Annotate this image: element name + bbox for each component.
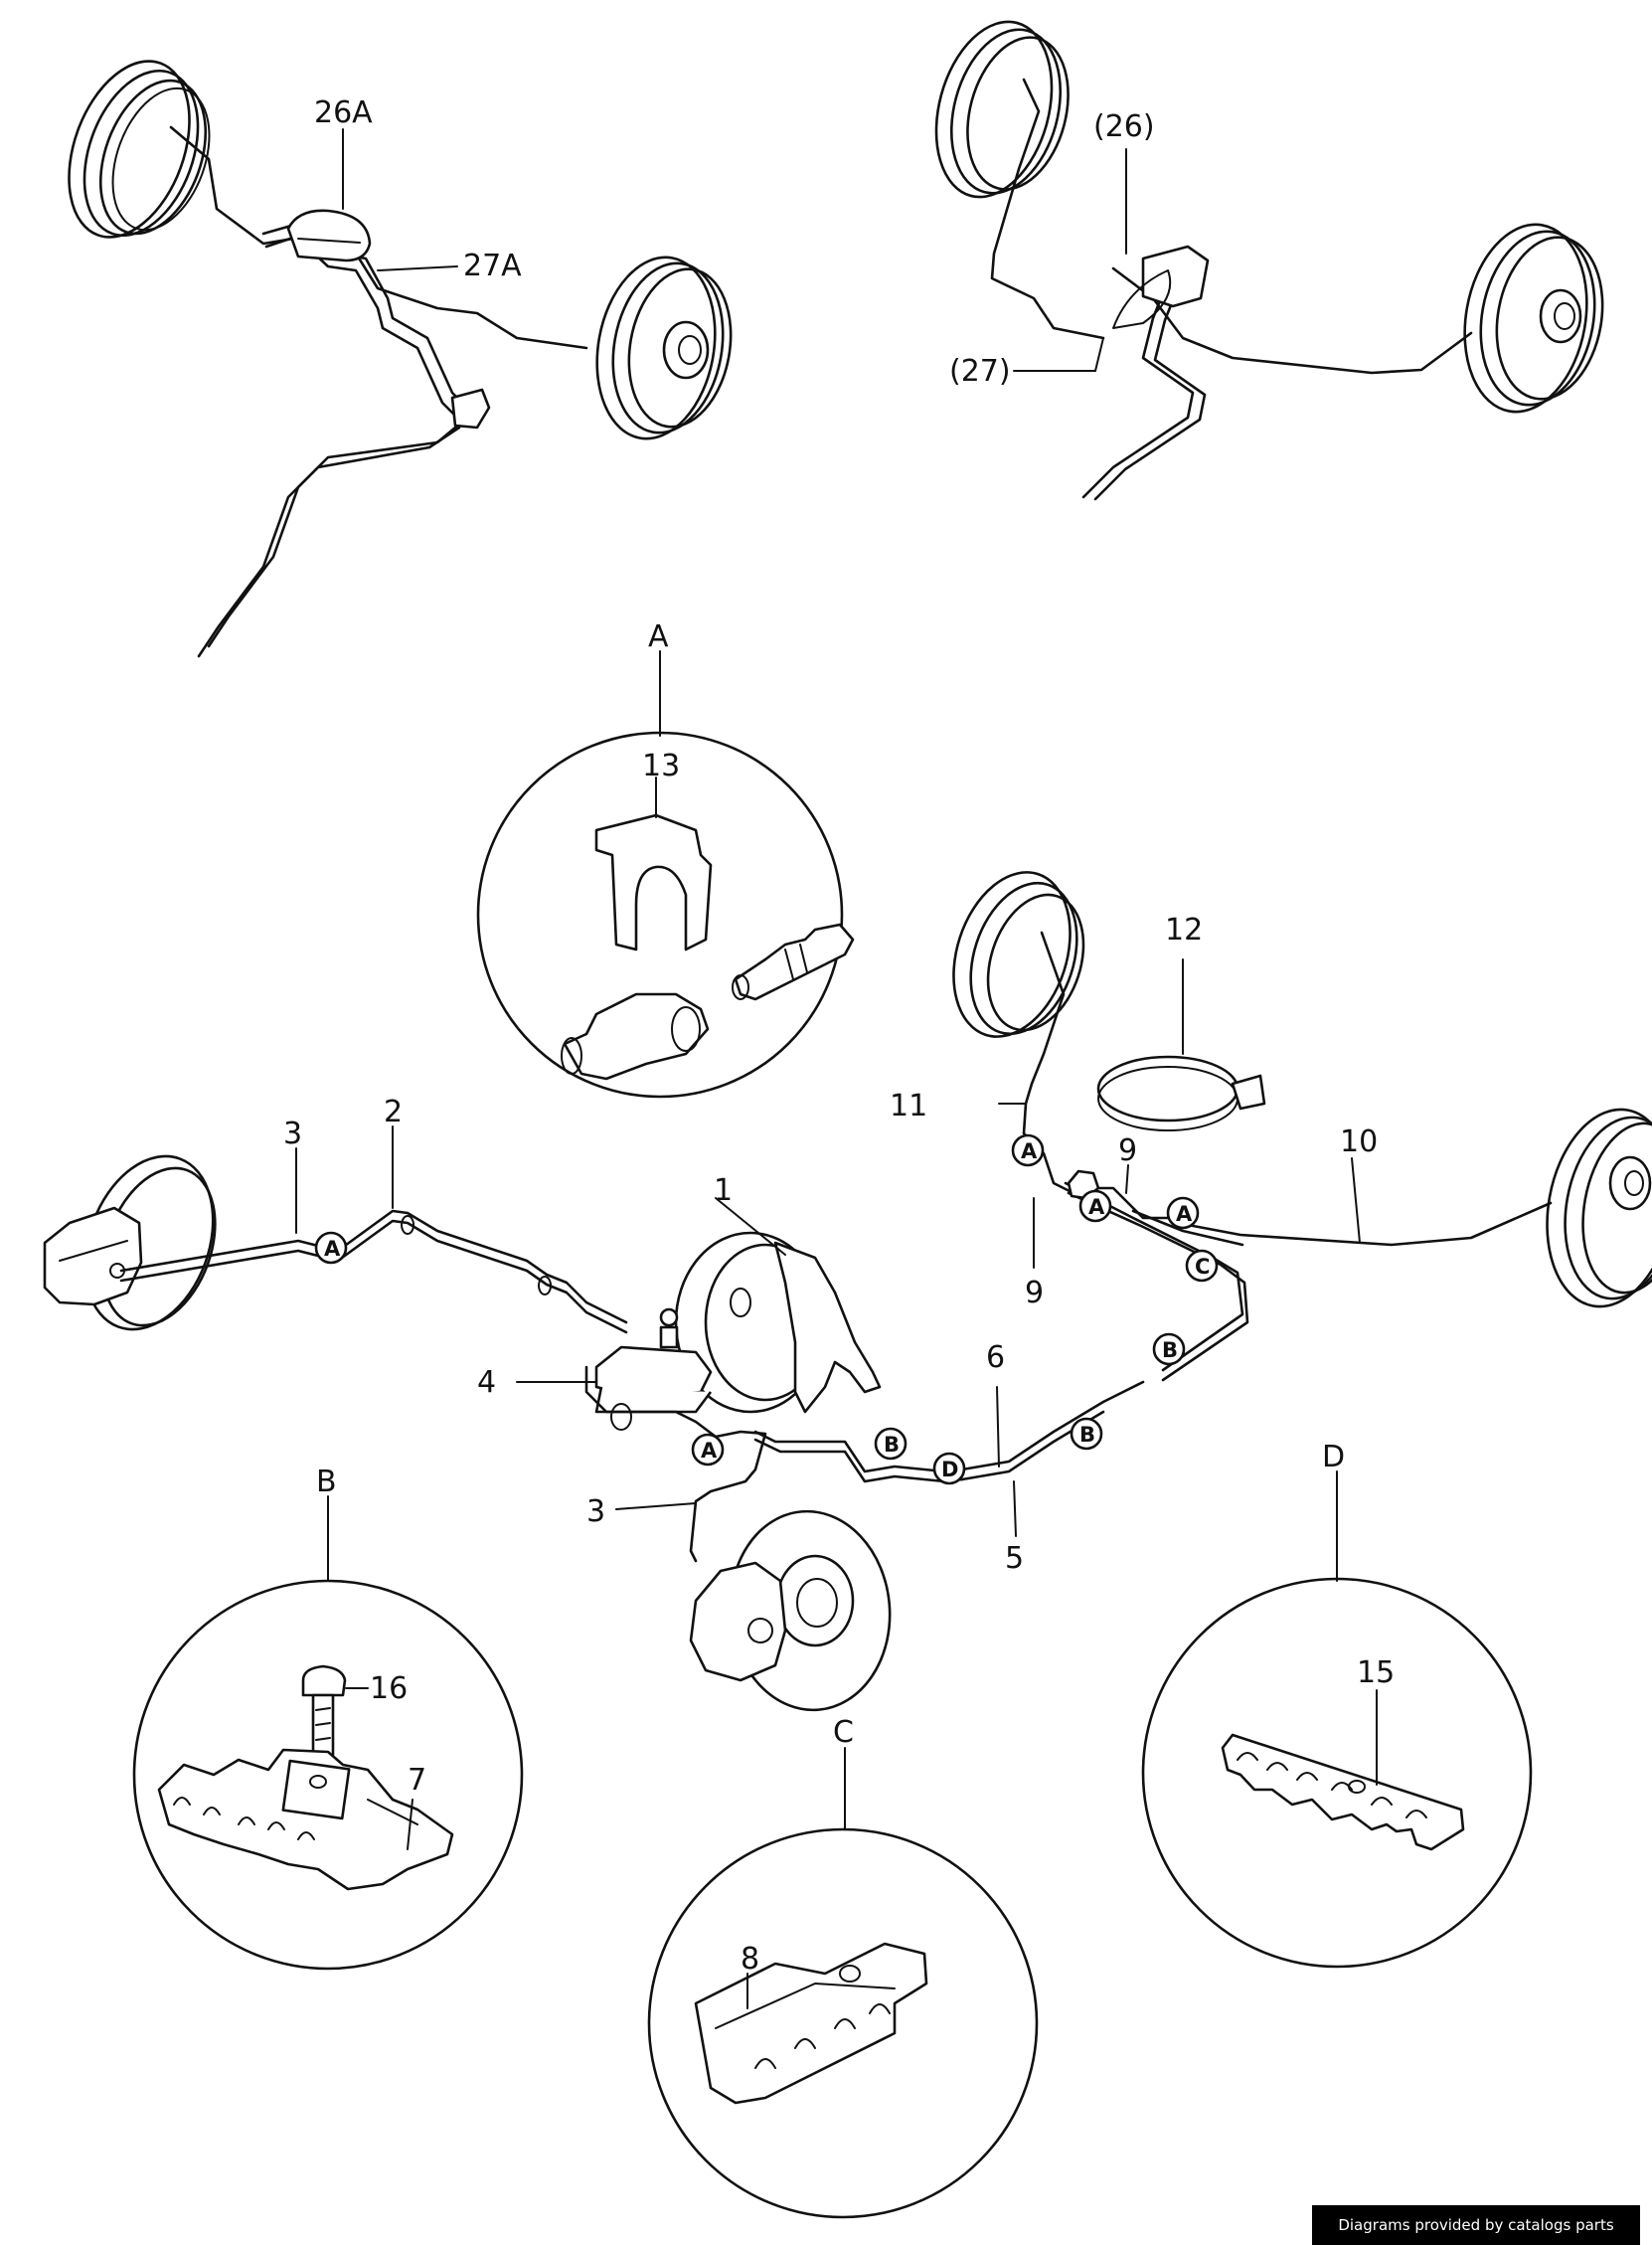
label-9-upper: 9 (1118, 1133, 1137, 1168)
top-right-assembly (934, 20, 1604, 501)
rear-right-drum-main (1546, 1108, 1652, 1308)
rear-left-drum-top-right (934, 20, 1070, 199)
label-26-paren: (26) (1093, 109, 1155, 144)
label-16: 16 (370, 1671, 408, 1706)
label-3-lower: 3 (586, 1494, 605, 1529)
clip-marker-a-4: A (1088, 1195, 1105, 1219)
detail-label-A: A (648, 619, 669, 654)
clip-marker-a-2: A (701, 1439, 718, 1463)
label-27A: 27A (463, 249, 522, 283)
clip-marker-a-3: A (1021, 1139, 1038, 1163)
label-12: 12 (1165, 913, 1203, 948)
label-11: 11 (890, 1089, 927, 1123)
label-8: 8 (741, 1942, 759, 1977)
clip-marker-b-1: B (884, 1433, 900, 1457)
label-4: 4 (477, 1365, 496, 1400)
label-3-upper: 3 (283, 1117, 302, 1151)
brake-booster (674, 1231, 882, 1414)
clip-marker-d: D (941, 1458, 958, 1481)
clip-marker-c: C (1195, 1255, 1210, 1279)
rear-left-drum-main (952, 871, 1085, 1038)
detail-label-B: B (316, 1465, 337, 1499)
clip-marker-b-3: B (1162, 1338, 1178, 1362)
label-10: 10 (1340, 1124, 1378, 1159)
top-left-assembly (68, 60, 733, 658)
clip-marker-a-5: A (1176, 1202, 1193, 1226)
label-13: 13 (642, 749, 680, 783)
detail-view-C (647, 1747, 1039, 2219)
detail-view-A (476, 650, 855, 1099)
label-15: 15 (1357, 1655, 1395, 1690)
label-1: 1 (714, 1173, 733, 1208)
label-2: 2 (384, 1095, 403, 1129)
clip-markers (314, 1133, 1219, 1485)
label-27-paren: (27) (949, 354, 1011, 389)
detail-view-B (132, 1495, 524, 1971)
rear-right-drum-top-right (1463, 223, 1604, 414)
clip-marker-b-2: B (1079, 1423, 1095, 1447)
ring-12 (1096, 1055, 1266, 1131)
label-26A: 26A (314, 95, 373, 130)
label-6: 6 (986, 1340, 1005, 1375)
front-left-brake (43, 1154, 217, 1331)
detail-label-D: D (1322, 1440, 1345, 1474)
label-7: 7 (408, 1763, 426, 1798)
clip-marker-a-1: A (324, 1237, 341, 1261)
rear-left-drum-top-left (68, 60, 211, 239)
main-assembly (43, 871, 1652, 1712)
label-5: 5 (1005, 1541, 1024, 1576)
credit-banner: Diagrams provided by catalogs parts (1312, 2205, 1640, 2245)
rear-right-drum-top-left (595, 256, 733, 440)
detail-view-D (1141, 1470, 1533, 1969)
front-right-brake (689, 1509, 892, 1712)
label-9-lower: 9 (1025, 1276, 1044, 1310)
detail-label-C: C (833, 1715, 854, 1750)
